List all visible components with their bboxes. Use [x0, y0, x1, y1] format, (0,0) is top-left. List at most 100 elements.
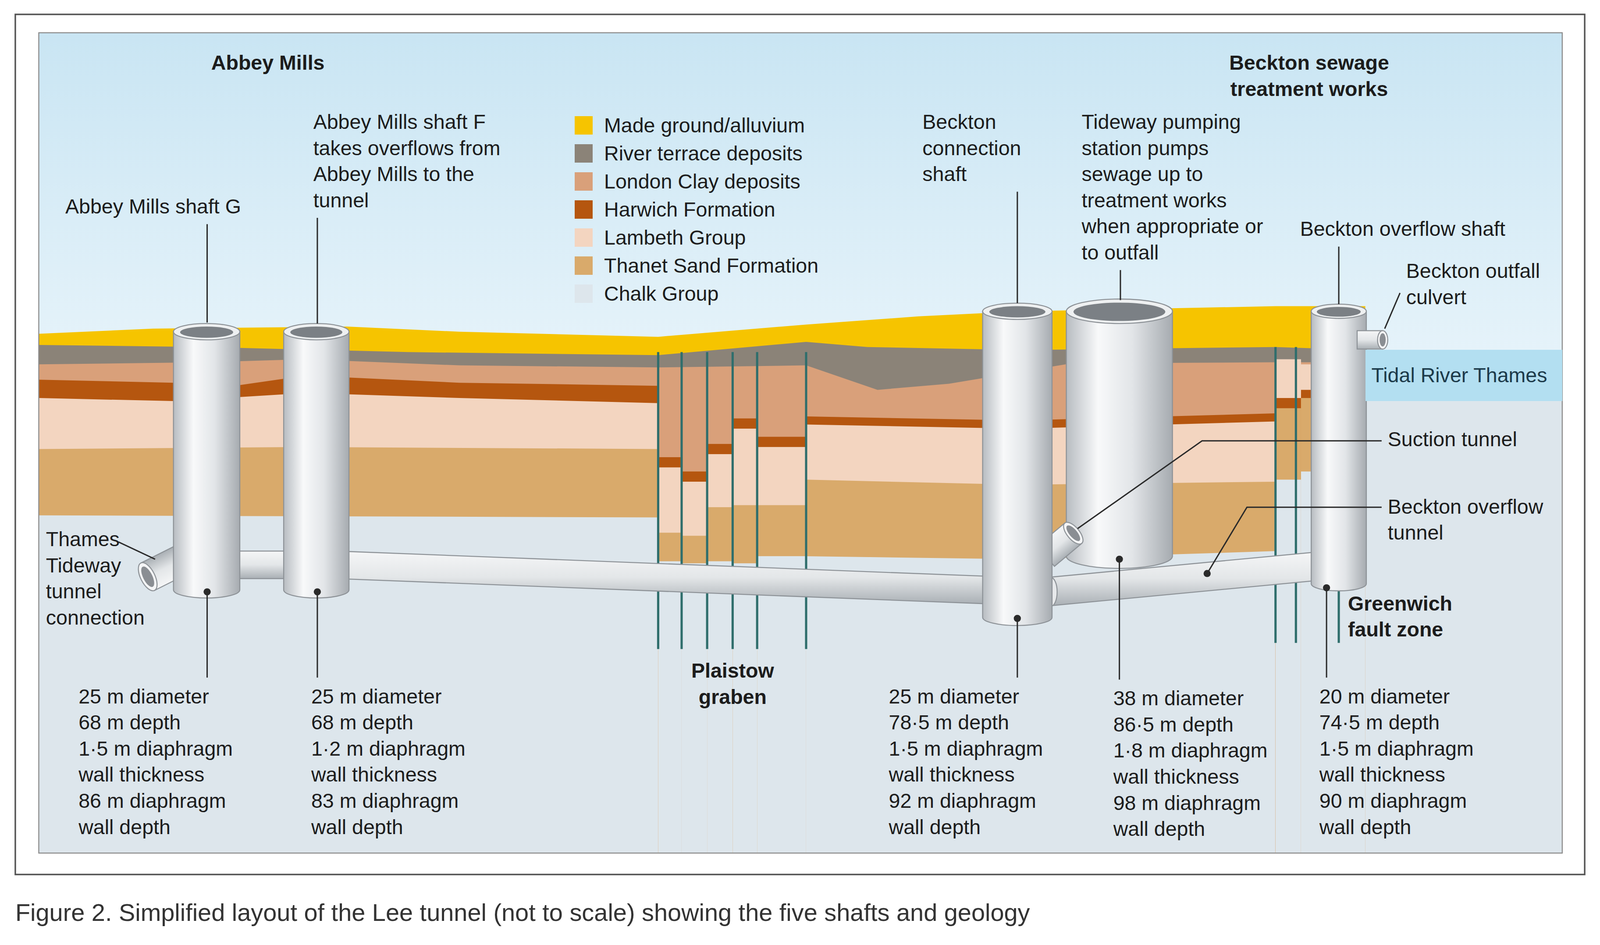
zone-label: Plaistow graben	[671, 657, 794, 711]
legend-text: Thanet Sand Formation	[604, 252, 819, 280]
legend-swatch	[574, 200, 594, 219]
dimension-text: 98 m diaphragm wall depth	[1113, 790, 1292, 843]
shaft-body	[1066, 311, 1173, 569]
site-heading: Abbey Mills	[211, 49, 325, 77]
dimension-text: 78·5 m depth	[888, 709, 1068, 736]
shaft-bore	[1316, 306, 1361, 317]
tube-opening	[134, 559, 161, 594]
harwich-layer	[757, 437, 807, 854]
dimension-text: 1·8 m diaphragm wall thickness	[1113, 737, 1292, 790]
leader-line	[1119, 270, 1121, 300]
leader-line	[316, 591, 318, 678]
legend-text: Lambeth Group	[604, 224, 746, 252]
fault-line	[756, 352, 759, 649]
leader-dot	[1115, 555, 1123, 563]
thanet-layer	[1275, 408, 1302, 854]
shaft-top	[982, 303, 1053, 320]
dimension-block: 25 m diameter68 m depth1·5 m diaphragm w…	[78, 683, 257, 841]
figure-caption: Figure 2. Simplified layout of the Lee t…	[15, 897, 1031, 928]
dimension-text: 25 m diameter	[78, 683, 257, 711]
dimension-text: 86 m diaphragm wall depth	[78, 788, 257, 841]
leader-line	[1016, 618, 1018, 678]
fault-line	[706, 352, 709, 649]
shaft-body	[982, 311, 1053, 626]
callout-text: Beckton overflow tunnel	[1387, 494, 1557, 547]
callout-text: Beckton connection shaft	[922, 109, 1040, 188]
callout-text: Abbey Mills shaft G	[65, 193, 242, 221]
legend-swatch	[574, 284, 594, 303]
legend-swatch	[574, 144, 594, 163]
dimension-block: 25 m diameter78·5 m depth1·5 m diaphragm…	[888, 683, 1068, 841]
leader-line	[206, 591, 208, 678]
sky-panel	[38, 32, 1562, 854]
shaft-body	[283, 331, 349, 599]
shafts	[173, 298, 1388, 626]
dimension-text: 20 m diameter	[1319, 683, 1498, 711]
legend-text: Harwich Formation	[604, 196, 776, 224]
fault-line	[680, 352, 683, 649]
fault-line	[804, 352, 808, 649]
leader-lines	[118, 191, 1401, 680]
harwich-layer	[1275, 398, 1302, 854]
dimension-text: 1·5 m diaphragm wall thickness	[888, 736, 1068, 789]
tube-opening	[1377, 330, 1388, 349]
lambeth-layer	[732, 428, 758, 854]
dimension-text: 25 m diameter	[311, 683, 490, 711]
lambeth-layer	[707, 454, 733, 854]
lee-main-tunnel	[336, 551, 995, 605]
shaft-top	[283, 323, 349, 340]
geology-layers	[38, 306, 1562, 854]
dimension-text: 83 m diaphragm wall depth	[311, 788, 490, 841]
shaft-body	[173, 331, 240, 599]
dimension-text: 1·5 m diaphragm wall thickness	[78, 736, 257, 789]
shaft-top	[1311, 304, 1367, 319]
dimension-text: 38 m diameter	[1113, 685, 1292, 712]
tube-bore	[1063, 523, 1083, 544]
legend-text: Made ground/alluvium	[604, 112, 805, 139]
leader-line	[316, 217, 318, 324]
tube-opening	[1059, 519, 1087, 548]
dimension-block: 25 m diameter68 m depth1·2 m diaphragm w…	[311, 683, 490, 841]
dimension-text: 74·5 m depth	[1319, 709, 1498, 736]
site-heading: Beckton sewage treatment works	[1207, 49, 1412, 103]
legend-swatch	[574, 256, 594, 275]
legend-swatch	[574, 228, 594, 247]
harwich-layer	[657, 457, 682, 854]
fault-line	[1337, 590, 1341, 644]
lambeth-layer	[1275, 359, 1302, 854]
river-label: Tidal River Thames	[1371, 362, 1548, 389]
leader-dots	[203, 555, 1330, 623]
made-ground-layer	[38, 306, 1366, 854]
legend-swatch	[574, 116, 594, 135]
leader-line	[1326, 587, 1328, 678]
shaft-bore	[180, 326, 234, 338]
harwich-layer	[732, 418, 758, 854]
river-box: Tidal River Thames	[1365, 349, 1563, 401]
callout-text: Beckton overflow shaft	[1300, 216, 1506, 243]
harwich-layer	[707, 444, 733, 854]
callout-text: Thames Tideway tunnel connection	[46, 526, 159, 631]
callout-text: Beckton outfall culvert	[1406, 258, 1560, 311]
legend-text: River terrace deposits	[604, 140, 803, 168]
dimension-text: 90 m diaphragm wall depth	[1319, 788, 1498, 841]
leader-line	[1077, 440, 1382, 529]
tube-bore	[1379, 333, 1386, 347]
dimension-text: 92 m diaphragm wall depth	[888, 788, 1068, 841]
dimension-block: 20 m diameter74·5 m depth1·5 m diaphragm…	[1319, 683, 1498, 841]
lambeth-layer	[757, 447, 807, 854]
dimension-text: 1·5 m diaphragm wall thickness	[1319, 736, 1498, 789]
leader-line	[1207, 507, 1382, 574]
shaft-bore	[1073, 302, 1166, 321]
leader-dot	[1013, 615, 1021, 623]
shaft-body	[1311, 311, 1367, 591]
panel-border	[38, 32, 1562, 854]
fault-line	[1274, 347, 1277, 644]
shaft-top	[1066, 298, 1173, 324]
zone-label: Greenwich fault zone	[1347, 590, 1481, 644]
leader-dot	[1322, 584, 1330, 592]
dimension-text: 86·5 m depth	[1113, 711, 1292, 739]
fault-line	[657, 352, 660, 649]
chalk-layer	[1275, 479, 1302, 854]
dimension-text: 1·2 m diaphragm wall thickness	[311, 736, 490, 789]
